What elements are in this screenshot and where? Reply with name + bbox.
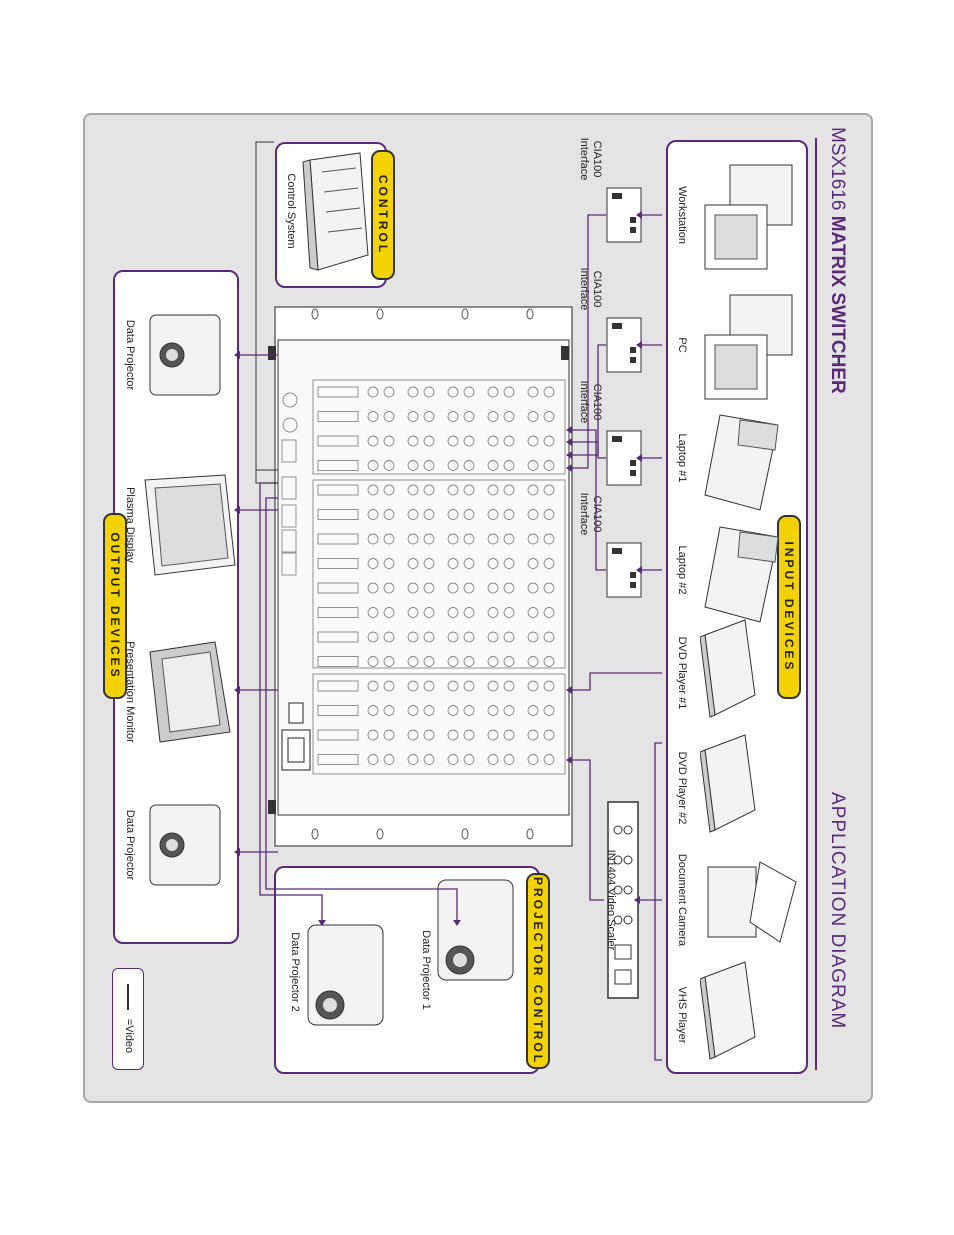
cia100-interface (606, 187, 642, 243)
dvd-player-1-icon (700, 619, 756, 718)
cia100-icon (606, 187, 642, 243)
cia100-label: CIA100 Interface (578, 267, 603, 311)
cia100-icon (606, 430, 642, 486)
cia100-interface (606, 542, 642, 598)
projector-icon (307, 924, 384, 1026)
pc-icon (704, 294, 793, 400)
workstation-icon (704, 164, 793, 270)
laptop-2-icon (704, 526, 779, 623)
scaler-icon (607, 801, 639, 999)
input-device-label: Laptop #2 (676, 545, 688, 595)
control-system-label: Control System (285, 173, 297, 249)
vhs-player-icon (700, 961, 756, 1060)
input-device-4 (700, 512, 800, 632)
cia100-interface (606, 317, 642, 373)
output-devices-label: OUTPUT DEVICES (103, 513, 127, 699)
control-system-icon (302, 152, 369, 271)
scaler-label: IN1404 Video Scaler (605, 849, 617, 951)
output-device-icon (149, 804, 221, 886)
cia100-label: CIA100 Interface (578, 380, 603, 424)
cia100-label: CIA100 Interface (578, 492, 603, 536)
document-camera-icon (707, 861, 797, 943)
input-device-1 (700, 157, 800, 277)
control-system-graphic (300, 150, 372, 275)
video-scaler (606, 800, 640, 1000)
control-label: CONTROL (371, 150, 395, 280)
output-device-icon (149, 641, 231, 743)
cia100-interface (606, 430, 642, 486)
output-device-3 (140, 637, 240, 747)
output-device-label: Plasma Display (124, 487, 136, 563)
input-device-label: Document Camera (676, 853, 688, 947)
input-device-8 (700, 957, 800, 1077)
title-block: MSX1616 MATRIX SWITCHER (824, 127, 848, 427)
output-device-2 (140, 470, 240, 580)
input-device-label: VHS Player (676, 986, 688, 1044)
output-device-label: Presentation Monitor (124, 641, 136, 743)
input-device-label: DVD Player #1 (676, 636, 688, 710)
output-device-4 (140, 790, 240, 900)
output-device-icon (144, 474, 236, 576)
dvd-player-2-icon (700, 734, 756, 833)
cia100-icon (606, 542, 642, 598)
output-device-label: Data Projector (124, 809, 136, 881)
input-device-label: Laptop #1 (676, 433, 688, 483)
input-device-2 (700, 287, 800, 407)
input-device-label: DVD Player #2 (676, 751, 688, 825)
input-device-label: Workstation (676, 186, 688, 244)
legend-label: =Video (123, 1018, 135, 1054)
projector-label: Data Projector 1 (420, 930, 432, 1010)
subtitle: APPLICATION DIAGRAM (827, 792, 848, 1030)
title-model: MSX1616 (827, 127, 848, 211)
input-device-6 (700, 730, 800, 850)
projector-1 (300, 915, 395, 1035)
cia100-icon (606, 317, 642, 373)
cia100-label: CIA100 Interface (578, 137, 603, 181)
laptop-1-icon (704, 414, 779, 511)
input-device-7 (700, 842, 800, 962)
projector-control-label: PROJECTOR CONTROL (526, 873, 550, 1069)
legend-line (127, 984, 129, 1010)
legend: =Video (112, 968, 144, 1070)
projector-2 (430, 870, 525, 990)
projector-icon (437, 879, 514, 981)
output-device-icon (149, 314, 221, 396)
input-devices-label: INPUT DEVICES (777, 515, 801, 699)
title-product: MATRIX SWITCHER (827, 215, 848, 394)
title-rule (815, 138, 817, 1070)
projector-label: Data Projector 2 (289, 932, 301, 1012)
input-device-3 (700, 400, 800, 520)
output-device-1 (140, 300, 240, 410)
output-device-label: Data Projector (124, 319, 136, 391)
input-device-5 (700, 615, 800, 735)
input-device-label: PC (676, 337, 688, 353)
